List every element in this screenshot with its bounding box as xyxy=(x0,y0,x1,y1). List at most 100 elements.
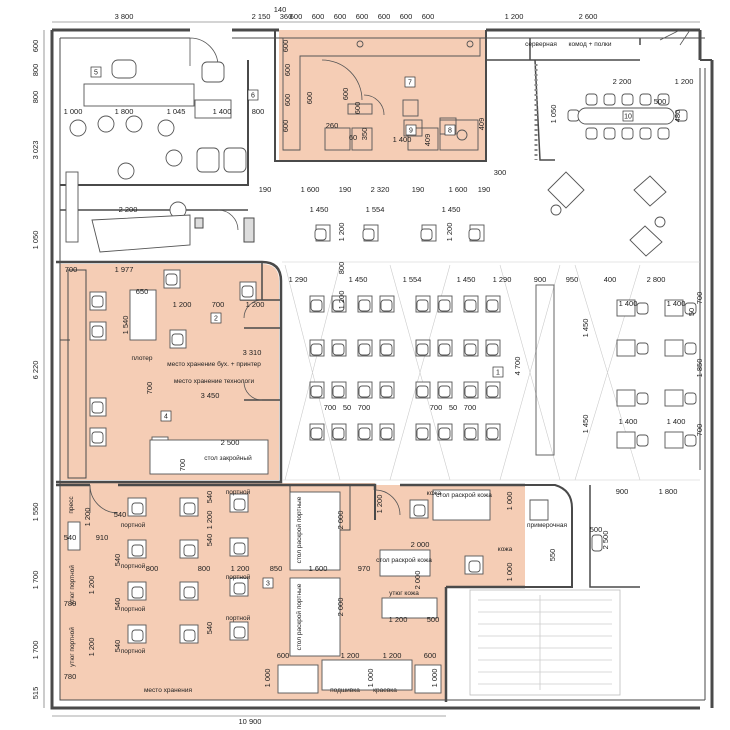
dim-sewing: 1 200 xyxy=(383,651,402,660)
chair xyxy=(657,93,670,106)
dim-sewing: 2 000 xyxy=(411,540,430,549)
chair xyxy=(233,542,246,555)
chair xyxy=(468,560,481,573)
dim-sewing: 2 500 xyxy=(601,531,610,550)
dim-office: 1 977 xyxy=(115,265,134,274)
dim-sewing: 800 xyxy=(198,564,211,573)
dim-right: 1 400 xyxy=(619,417,638,426)
dim-open-grid: 1 200 xyxy=(337,291,346,310)
desk xyxy=(664,339,684,357)
chair xyxy=(183,502,196,515)
dim-sewing: 540 xyxy=(113,598,122,611)
dim-lounge: 2 200 xyxy=(119,205,138,214)
dim-sewing: 970 xyxy=(358,564,371,573)
dim-lounge: 800 xyxy=(252,107,265,116)
dim-sewing: 910 xyxy=(96,533,109,542)
dim-sewing: 1 000 xyxy=(366,669,375,688)
chair xyxy=(416,299,429,312)
room-number-box xyxy=(262,577,274,589)
chair xyxy=(332,385,345,398)
chair xyxy=(486,385,499,398)
room-number: 7 xyxy=(408,80,412,87)
dim-open: 1 200 xyxy=(445,223,454,242)
chair xyxy=(438,299,451,312)
chair xyxy=(165,273,178,286)
dim-meeting: 500 xyxy=(654,97,667,106)
room-number: 4 xyxy=(164,414,168,421)
chair xyxy=(380,385,393,398)
room-number: 10 xyxy=(624,114,632,121)
dim-right: 1 850 xyxy=(695,359,704,378)
chair xyxy=(380,427,393,440)
dim-left: 1 550 xyxy=(31,503,40,522)
iron-tailor-label: утюг портной xyxy=(68,565,76,605)
dim-office: 650 xyxy=(136,287,149,296)
storage-acc-label: место хранение бух. + принтер xyxy=(167,360,261,368)
dim-sewing: 550 xyxy=(548,549,557,562)
dim-right: 50 xyxy=(687,308,696,316)
dim-top: 140 xyxy=(274,5,287,14)
chair xyxy=(91,401,104,414)
dim-open: 1 554 xyxy=(403,275,422,284)
room-number-box xyxy=(444,124,456,136)
chair xyxy=(183,629,196,642)
dim-kitchen: 600 xyxy=(305,92,314,105)
dim-left: 1 700 xyxy=(31,571,40,590)
dim-sewing: 800 xyxy=(146,564,159,573)
doors xyxy=(89,29,691,516)
dim-kitchen: 190 xyxy=(259,185,272,194)
room-number: 5 xyxy=(94,70,98,77)
walls xyxy=(50,28,714,710)
room-number-box xyxy=(405,124,417,136)
chair xyxy=(171,333,184,346)
dim-office: 700 xyxy=(212,300,225,309)
chair xyxy=(416,343,429,356)
dim-left: 515 xyxy=(31,687,40,700)
dim-right: 900 xyxy=(534,275,547,284)
dim-left: 800 xyxy=(31,64,40,77)
cut-table-leather-label: стол раскрой кожа xyxy=(376,556,432,564)
kitchen-furniture xyxy=(282,37,481,151)
dim-sewing: 1 200 xyxy=(83,508,92,527)
dim-open: 1 554 xyxy=(366,205,385,214)
room-number-box xyxy=(622,110,634,122)
room-number: 3 xyxy=(266,581,270,588)
chair xyxy=(621,127,634,140)
dim-lounge: 1 045 xyxy=(167,107,186,116)
dim-kitchen: 409 xyxy=(477,118,486,131)
dim-kitchen: 600 xyxy=(281,40,290,53)
dim-kitchen: 300 xyxy=(494,168,507,177)
chair xyxy=(684,302,697,315)
chair xyxy=(603,127,616,140)
dim-top: 600 xyxy=(400,12,413,21)
room-number: 8 xyxy=(448,128,452,135)
dim-top: 600 xyxy=(334,12,347,21)
dim-sewing: 1 600 xyxy=(309,564,328,573)
dim-sewing: 600 xyxy=(424,651,437,660)
chair xyxy=(358,299,371,312)
dim-kitchen: 190 xyxy=(412,185,425,194)
room-number-box xyxy=(492,366,504,378)
desk xyxy=(616,339,636,357)
dim-office: 700 xyxy=(65,265,78,274)
dim-meeting: 2 200 xyxy=(613,77,632,86)
dim-kitchen: 190 xyxy=(478,185,491,194)
dim-office: 1 200 xyxy=(246,300,265,309)
tailor-label: портной xyxy=(121,647,146,655)
chair xyxy=(332,427,345,440)
tailor-label: портной xyxy=(121,605,146,613)
cutting-tables xyxy=(67,289,603,694)
dim-office: 1 540 xyxy=(121,316,130,335)
dim-sewing: 540 xyxy=(113,640,122,653)
dim-open: 800 xyxy=(337,262,346,275)
dim-sewing: 540 xyxy=(205,534,214,547)
desk xyxy=(616,431,636,449)
dim-left: 1 050 xyxy=(31,231,40,250)
dim-top: 1 200 xyxy=(505,12,524,21)
open-space-grid xyxy=(282,261,700,481)
chair xyxy=(636,434,649,447)
dim-open-grid: 700 xyxy=(324,403,337,412)
